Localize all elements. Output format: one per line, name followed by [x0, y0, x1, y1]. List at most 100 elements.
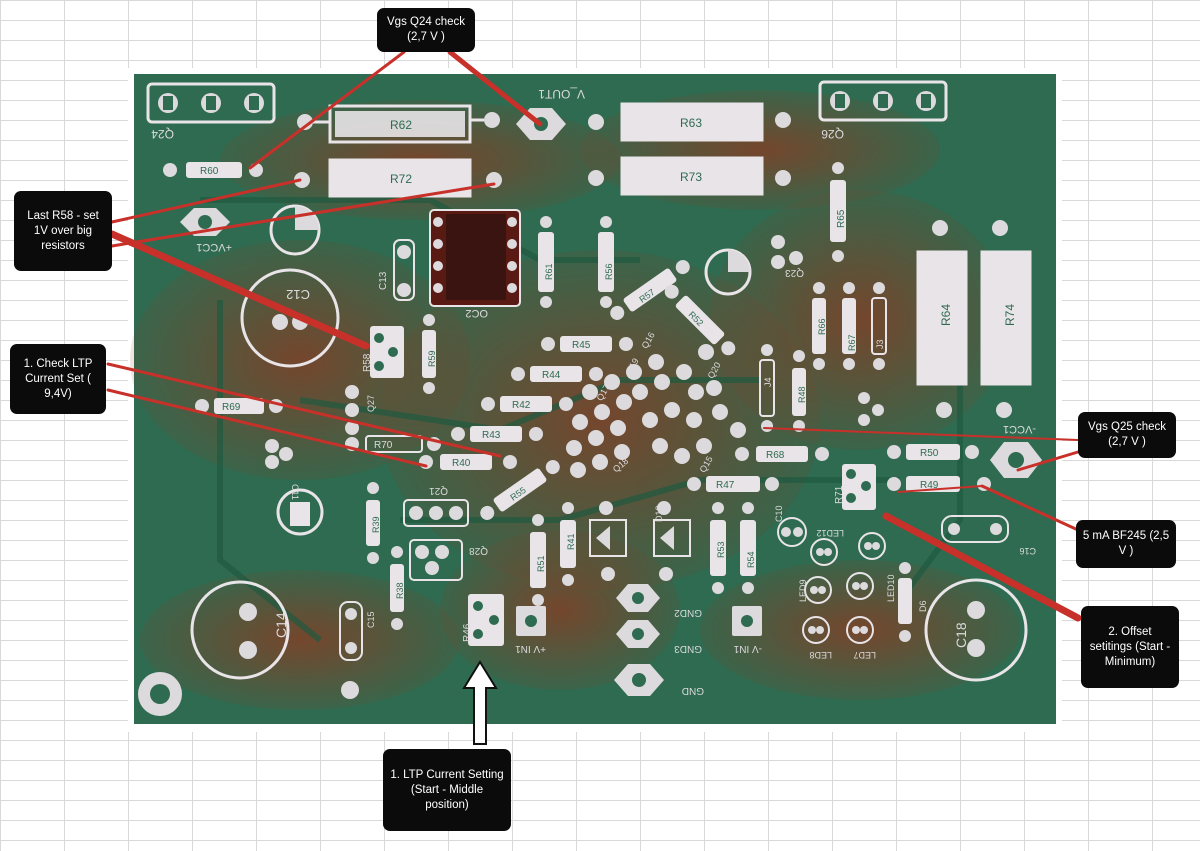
- silkscreen: Q24 Q26 R62 R62 R72 R63: [138, 80, 1042, 716]
- r42-footprint: [481, 396, 573, 412]
- gnd-pads: [614, 584, 664, 696]
- label-led8: LED8: [809, 650, 832, 660]
- label-r46: R46: [462, 623, 473, 642]
- label-d6: D6: [918, 600, 928, 612]
- oc2-ic-chip: [429, 209, 521, 307]
- label-q23: Q23: [785, 267, 804, 278]
- r51-footprint: [530, 514, 546, 606]
- callout-vgs-q24: Vgs Q24 check (2,7 V ): [377, 8, 475, 52]
- r54-footprint: [740, 502, 756, 594]
- mounting-holes: [138, 672, 182, 716]
- label-c15: C15: [366, 611, 376, 628]
- r47-footprint: [687, 476, 779, 492]
- label-r54: R54: [746, 551, 756, 568]
- q27-footprint: [345, 385, 359, 435]
- q28-footprint: [409, 539, 463, 581]
- label-c18: C18: [953, 622, 969, 648]
- leader-vgs-q24-a: [248, 50, 406, 170]
- label-r59: R59: [427, 350, 437, 367]
- label-r48: R48: [797, 386, 807, 403]
- label-r67: R67: [847, 334, 857, 351]
- r39-footprint: [366, 482, 380, 564]
- r68-footprint: [735, 446, 829, 462]
- label-vcc1-pos: +VCC1: [196, 241, 232, 253]
- input-pads: [516, 606, 762, 636]
- label-gnd3: GND3: [674, 643, 702, 654]
- leader-bf245-b: [897, 485, 983, 493]
- label-c13: C13: [378, 271, 389, 290]
- callout-offset: 2. Offset setitings (Start - Minimum): [1081, 606, 1179, 688]
- r45-footprint: [541, 336, 633, 352]
- label-r65: R65: [836, 209, 847, 228]
- label-r64: R64: [939, 304, 953, 326]
- leader-last-r58-a: [110, 178, 302, 224]
- r38-footprint: [390, 546, 404, 630]
- ltp-pointer-arrow: [462, 660, 498, 745]
- label-r69: R69: [222, 402, 241, 413]
- leader-vgs-q25-a: [763, 427, 1079, 441]
- label-q21: Q21: [429, 485, 448, 496]
- label-d10: D10: [654, 505, 664, 522]
- label-r41: R41: [566, 533, 576, 550]
- label-j4: J4: [763, 377, 773, 387]
- label-r68: R68: [766, 450, 785, 461]
- leader-vgs-q24-b: [447, 49, 543, 127]
- r56-footprint: [598, 216, 614, 308]
- r60-footprint: [163, 162, 263, 178]
- transistor-array: [566, 344, 746, 478]
- c15-footprint: [339, 601, 363, 661]
- r46-trimmer: [468, 594, 504, 646]
- callout-vgs-q25-text: Vgs Q25 check (2,7 V ): [1088, 421, 1166, 448]
- label-r53: R53: [716, 541, 726, 558]
- callout-check-ltp: 1. Check LTP Current Set ( 9,4V): [10, 344, 106, 414]
- label-led9: LED9: [798, 579, 808, 602]
- label-c10: C10: [774, 505, 784, 522]
- leader-vgs-q25-b: [1016, 450, 1080, 472]
- label-led12: LED12: [816, 528, 844, 538]
- leader-last-r58-c: [108, 230, 370, 350]
- leader-last-r58-b: [110, 182, 496, 248]
- c10-footprint: [777, 517, 807, 547]
- r43-footprint: [451, 426, 543, 442]
- c18-footprint: [924, 578, 1028, 682]
- label-c11: C11: [290, 484, 300, 500]
- callout-bf245: 5 mA BF245 (2,5 V ): [1076, 520, 1176, 568]
- pcb-traces: [200, 197, 963, 643]
- callout-offset-text: 2. Offset setitings (Start - Minimum): [1089, 625, 1171, 668]
- r52-footprint: [664, 284, 736, 356]
- label-c16: C16: [1019, 546, 1036, 556]
- label-q26: Q26: [821, 127, 844, 141]
- q23-footprint: [771, 235, 803, 269]
- label-r63: R63: [680, 116, 702, 130]
- label-r58: R58: [362, 353, 373, 372]
- c16-footprint: [941, 515, 1009, 543]
- label-r51: R51: [536, 555, 546, 572]
- r55-footprint: [480, 460, 560, 520]
- callout-bf245-text: 5 mA BF245 (2,5 V ): [1082, 530, 1170, 557]
- label-r73: R73: [680, 170, 702, 184]
- label-vin-pos: +V IN1: [515, 643, 546, 654]
- q26-footprint: [818, 80, 948, 122]
- r63-footprint: [588, 102, 791, 142]
- label-r39: R39: [371, 516, 381, 533]
- label-j3: J3: [875, 339, 885, 349]
- r72-footprint: [294, 158, 502, 198]
- leader-bf245: [980, 484, 1080, 532]
- label-c12: C12: [286, 287, 310, 302]
- r61-footprint: [538, 216, 554, 308]
- r50-footprint: [887, 444, 979, 460]
- label-vout1: V_OUT1: [538, 87, 585, 101]
- label-r62-b: R62: [390, 118, 412, 132]
- r44-footprint: [511, 366, 603, 382]
- label-c14: C14: [273, 612, 289, 638]
- label-r49: R49: [920, 480, 939, 491]
- callout-last-r58-text: Last R58 - set 1V over big resistors: [27, 209, 99, 252]
- vcc1-neg-pad: [990, 442, 1042, 478]
- r66-footprint: [812, 282, 826, 370]
- r41-footprint: [560, 502, 576, 586]
- diode-bridge-right: [653, 501, 691, 581]
- label-r74: R74: [1003, 304, 1017, 326]
- callout-vgs-q24-text: Vgs Q24 check (2,7 V ): [387, 16, 465, 43]
- label-r50: R50: [920, 448, 939, 459]
